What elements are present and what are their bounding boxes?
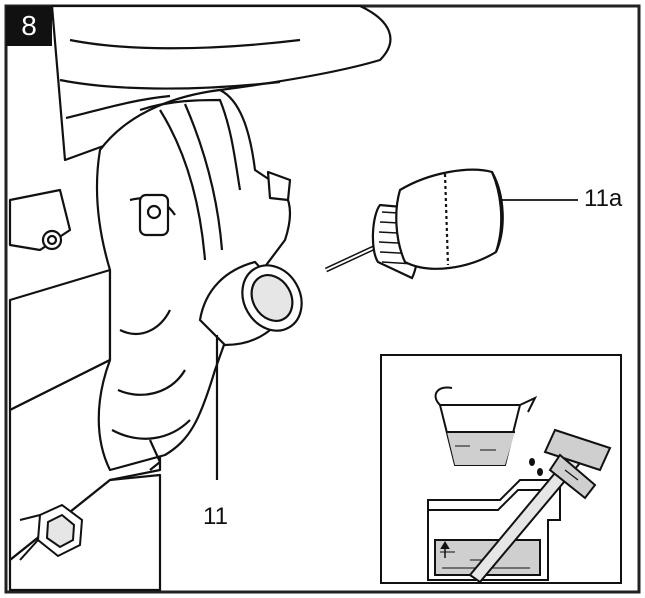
- callout-label-oil-filler: 11: [203, 503, 228, 530]
- oil-drops-icon: [529, 458, 543, 476]
- dipstick-cap: [324, 168, 504, 280]
- callout-label-dipstick-cap: 11a: [584, 185, 623, 212]
- crankcase-cutaway-icon: [427, 479, 561, 581]
- bolt: [19, 503, 84, 561]
- oil-filler-neck: [198, 260, 303, 347]
- step-number-badge: 8: [6, 6, 52, 46]
- engine-block: [8, 88, 292, 592]
- dipstick-icon: [468, 428, 612, 584]
- oil-level-inset: [380, 354, 622, 584]
- oil-jug-icon: [434, 386, 538, 466]
